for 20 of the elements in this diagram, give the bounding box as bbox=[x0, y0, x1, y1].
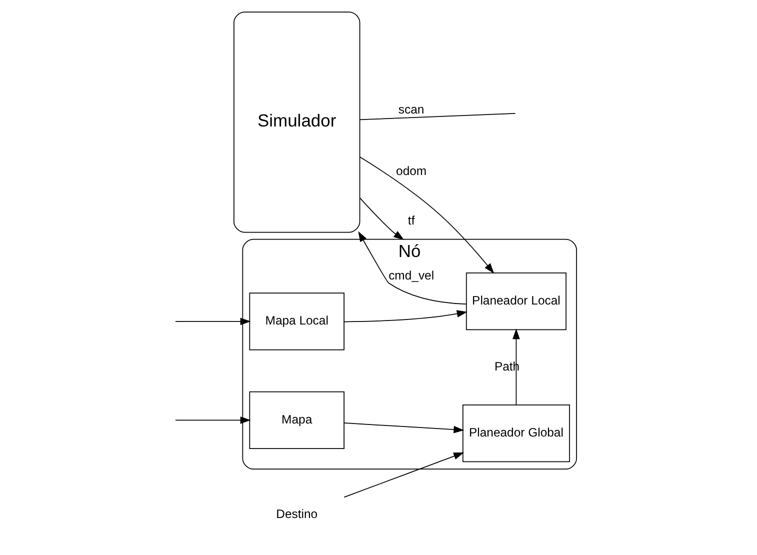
node-box: Simulador bbox=[232, 12, 360, 233]
connector bbox=[358, 112, 516, 120]
edge-label: odom bbox=[396, 164, 426, 178]
arrow bbox=[512, 328, 520, 406]
arrow bbox=[343, 310, 467, 322]
node-box: Planeador Local bbox=[465, 272, 566, 330]
node-box: Mapa Local bbox=[248, 292, 344, 350]
arrow bbox=[343, 452, 464, 498]
edge-label: cmd_vel bbox=[388, 268, 434, 283]
arrow bbox=[359, 156, 494, 274]
arrow bbox=[358, 231, 466, 305]
node-box: Mapa bbox=[248, 391, 344, 450]
arrow bbox=[358, 198, 404, 240]
arrow bbox=[174, 416, 250, 424]
arrow bbox=[174, 318, 250, 326]
edge-label: scan bbox=[398, 102, 424, 117]
edge-label: tf bbox=[407, 214, 414, 228]
arrow bbox=[343, 422, 464, 434]
node-text: Destino bbox=[276, 506, 318, 521]
node-box: Planeador Global bbox=[462, 404, 570, 462]
